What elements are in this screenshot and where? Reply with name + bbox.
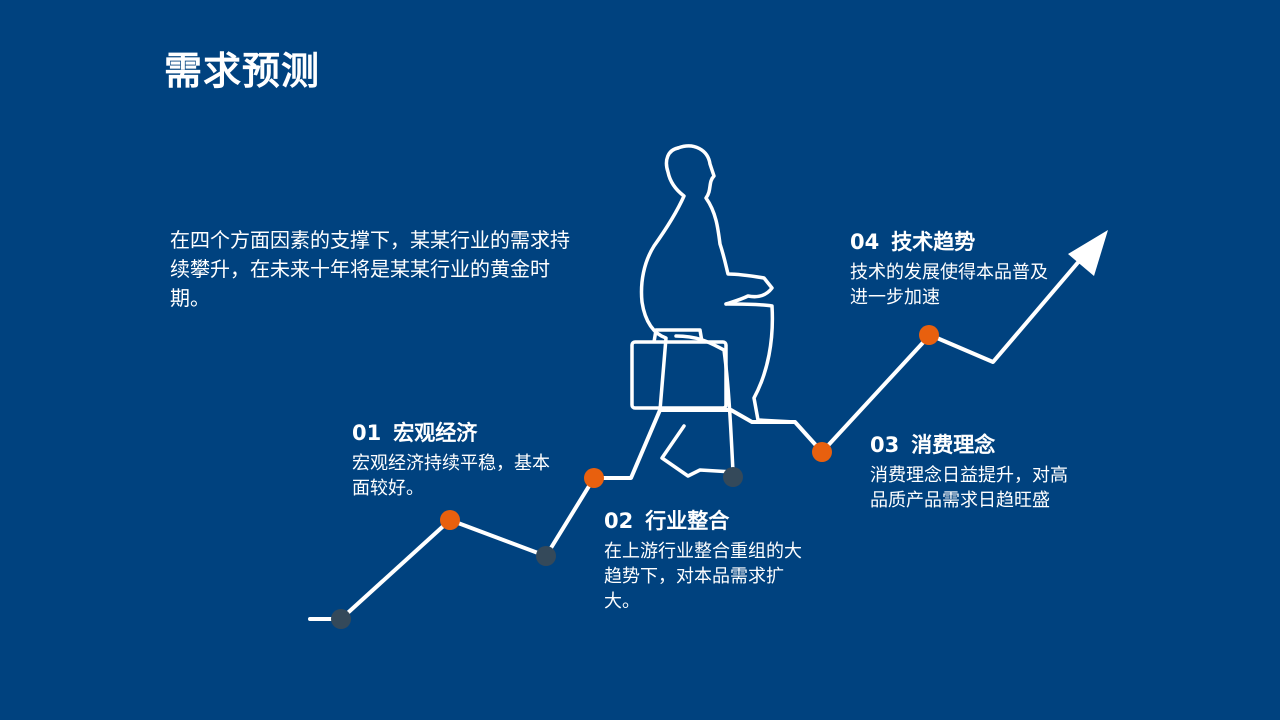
step-02-heading: 02 行业整合 bbox=[604, 507, 814, 535]
step-03-title: 消费理念 bbox=[911, 433, 996, 457]
step-03-desc: 消费理念日益提升，对高品质产品需求日趋旺盛 bbox=[870, 465, 1068, 511]
step-01-title: 宏观经济 bbox=[393, 421, 478, 445]
node-04 bbox=[919, 325, 939, 345]
node-01 bbox=[440, 510, 460, 530]
step-03: 03 消费理念 消费理念日益提升，对高品质产品需求日趋旺盛 bbox=[870, 431, 1080, 513]
step-03-heading: 03 消费理念 bbox=[870, 431, 1080, 459]
step-04-number: 04 bbox=[850, 230, 880, 254]
step-04-desc: 技术的发展使得本品普及进一步加速 bbox=[850, 262, 1048, 308]
intro-text: 在四个方面因素的支撑下，某某行业的需求持续攀升，在未来十年将是某某行业的黄金时期… bbox=[170, 228, 570, 310]
step-04: 04 技术趋势 技术的发展使得本品普及进一步加速 bbox=[850, 228, 1050, 310]
step-02: 02 行业整合 在上游行业整合重组的大趋势下，对本品需求扩大。 bbox=[604, 507, 814, 614]
step-01: 01 宏观经济 宏观经济持续平稳，基本面较好。 bbox=[352, 419, 552, 501]
step-01-desc: 宏观经济持续平稳，基本面较好。 bbox=[352, 453, 550, 499]
arrow-head-icon bbox=[1068, 230, 1108, 276]
step-01-heading: 01 宏观经济 bbox=[352, 419, 552, 447]
page-title: 需求预测 bbox=[164, 49, 321, 93]
step-03-number: 03 bbox=[870, 433, 900, 457]
step-02-desc: 在上游行业整合重组的大趋势下，对本品需求扩大。 bbox=[604, 541, 802, 612]
briefcase-outline-icon bbox=[630, 328, 728, 410]
growth-path bbox=[308, 244, 1094, 621]
node-dark-2 bbox=[536, 546, 556, 566]
step-04-heading: 04 技术趋势 bbox=[850, 228, 1050, 256]
node-start bbox=[331, 609, 351, 629]
climbing-man-outline-icon bbox=[639, 144, 797, 478]
step-01-number: 01 bbox=[352, 421, 382, 445]
step-04-title: 技术趋势 bbox=[891, 230, 976, 254]
node-dark-3 bbox=[723, 467, 743, 487]
node-02 bbox=[584, 468, 604, 488]
step-02-number: 02 bbox=[604, 509, 634, 533]
step-02-title: 行业整合 bbox=[645, 509, 730, 533]
node-03 bbox=[812, 442, 832, 462]
